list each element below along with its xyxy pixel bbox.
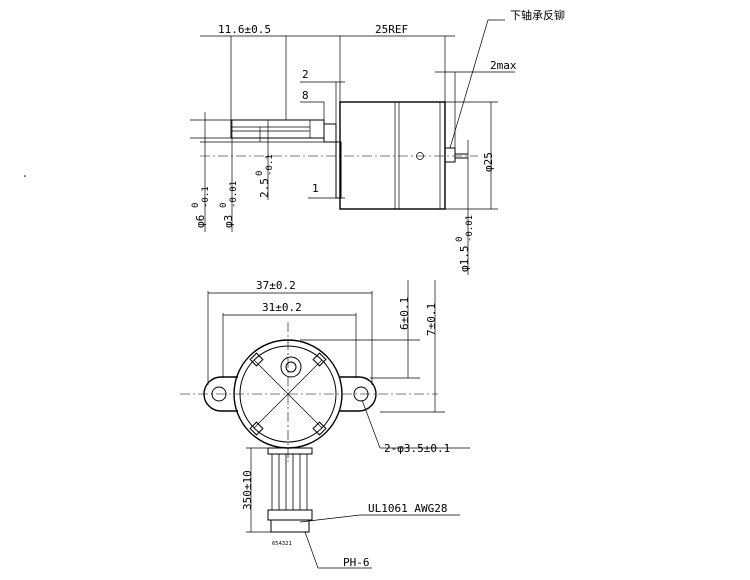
corner-tab: [312, 352, 327, 367]
leader-line: [299, 514, 361, 523]
dim-shaft-tol-bottom: -0.01: [229, 181, 239, 208]
label-wire: UL1061 AWG28: [368, 502, 447, 515]
dim-flat-group: 2.5 0 -0.1: [255, 154, 275, 198]
dim-rear-tol-bottom: -0.01: [465, 215, 475, 242]
dim-rear-tol-top: 0: [455, 237, 465, 242]
front-shaft-boss: [280, 356, 302, 378]
dim-flange: 1: [312, 182, 319, 195]
rear-bearing: [444, 147, 456, 163]
dim-offset-7-group: 7±0.1: [425, 303, 438, 336]
corner-tab: [249, 352, 264, 367]
dim-step-2: 2: [302, 68, 309, 81]
dim-holes: 2-φ3.5±0.1: [384, 442, 450, 455]
dim-boss-dia: φ6: [194, 215, 207, 228]
front-body-inner: [239, 345, 337, 443]
corner-tab: [249, 421, 264, 436]
dim-boss-dia-group: φ6 0 -0.1: [191, 186, 211, 228]
dim-step-8: 8: [302, 89, 309, 102]
right-ear: [340, 376, 377, 412]
pin-numbers: 654321: [272, 541, 292, 547]
dim-shaft-tol-top: 0: [219, 203, 229, 208]
stray-dot: [24, 175, 26, 177]
dim-hole-pitch: 37±0.2: [256, 279, 296, 292]
right-mount-hole: [353, 386, 369, 402]
left-mount-hole: [211, 386, 227, 402]
label-connector: PH-6: [343, 556, 370, 569]
leader-line: [304, 531, 319, 569]
dim-shaft-dia-group: φ3 0 -0.01: [219, 181, 239, 228]
dim-flat: 2.5: [258, 178, 271, 198]
dim-shaft-dia: φ3: [222, 215, 235, 228]
dim-wire-length: 350±10: [241, 470, 254, 510]
dim-rear-shaft-group: φ1.5 0 -0.01: [455, 215, 475, 272]
dim-offset-7: 7±0.1: [425, 303, 438, 336]
dim-body-dia: φ25: [482, 152, 495, 172]
dim-bearing-max: 2max: [490, 59, 517, 72]
dim-boss-tol-top: 0: [191, 203, 201, 208]
dim-body-dia-group: φ25: [482, 152, 495, 172]
output-shaft: [230, 119, 325, 139]
dim-flat-tol-bottom: -0.1: [265, 154, 275, 176]
leader-line: [361, 399, 381, 449]
note-bearing: 下轴承反铆: [510, 8, 565, 22]
dim-flat-tol-top: 0: [255, 171, 265, 176]
leader-line: [449, 19, 489, 149]
dim-offset-6: 6±0.1: [398, 297, 411, 330]
front-shaft: [285, 361, 297, 373]
dim-mount-width: 31±0.2: [262, 301, 302, 314]
connector-body: [270, 519, 310, 533]
dim-offset-6-group: 6±0.1: [398, 297, 411, 330]
center-mark: [416, 152, 424, 160]
front-view: 37±0.2 31±0.2 6±0.1 7±0.1 2-φ3.5±0.1: [180, 279, 470, 569]
shaft-boss: [323, 123, 337, 143]
wire-exit: [267, 447, 313, 455]
dim-wire-length-group: 350±10: [241, 470, 254, 510]
dim-body-length: 25REF: [375, 23, 408, 36]
wire-crimps: [267, 509, 313, 521]
dim-boss-tol-bottom: -0.1: [201, 186, 211, 208]
left-ear: [203, 376, 238, 412]
corner-tab: [312, 421, 327, 436]
motor-body: [339, 101, 446, 210]
side-view: 11.6±0.5 25REF 下轴承反铆 2max 2 8 1: [190, 8, 565, 275]
dim-shaft-length: 11.6±0.5: [218, 23, 271, 36]
cross-line-2: [253, 359, 323, 429]
dim-rear-shaft-dia: φ1.5: [458, 246, 471, 273]
